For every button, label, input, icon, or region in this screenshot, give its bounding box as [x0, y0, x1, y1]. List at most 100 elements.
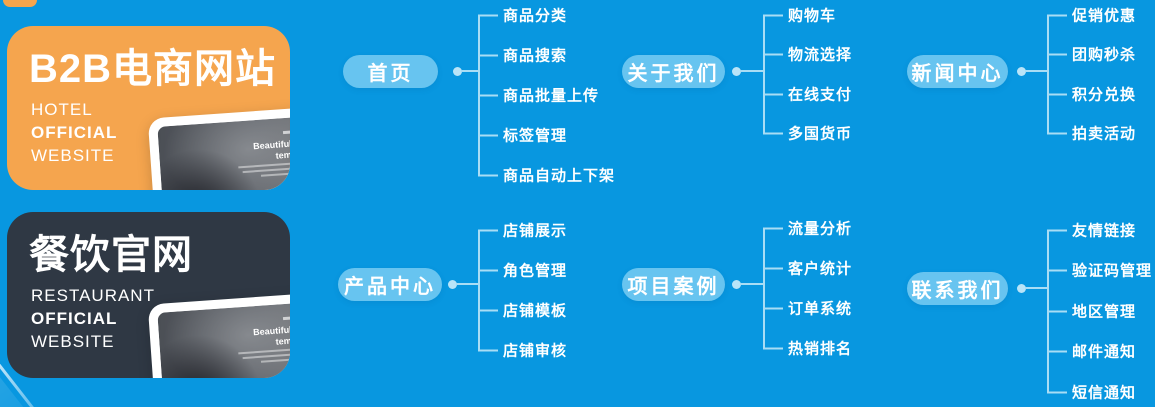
leaf-label[interactable]: 验证码管理: [1072, 262, 1153, 280]
tree-leaf: 订单系统: [763, 298, 852, 319]
leaf-label[interactable]: 角色管理: [503, 262, 568, 280]
leaf-label[interactable]: 促销优惠: [1072, 7, 1137, 25]
leaf-label[interactable]: 物流选择: [788, 46, 853, 64]
leaf-label[interactable]: 购物车: [788, 7, 837, 25]
leaf-label[interactable]: 店铺模板: [503, 302, 568, 320]
tree-leaf: 店铺模板: [478, 300, 567, 321]
connector-tick: [1047, 14, 1067, 16]
connector-tick: [478, 134, 498, 136]
tree-leaf: 拍卖活动: [1047, 123, 1136, 144]
template-card-b2b[interactable]: B2B电商网站 HOTEL OFFICIAL WEBSITE Beautiful…: [7, 26, 290, 190]
leaf-label[interactable]: 团购秒杀: [1072, 46, 1137, 64]
leaf-label[interactable]: 流量分析: [788, 220, 853, 238]
hero-heading: Beautifully handcrafted templates for: [252, 134, 290, 161]
node-pill-contact[interactable]: 联系我们: [907, 272, 1008, 305]
connector-tick: [1047, 310, 1067, 312]
template-card-restaurant[interactable]: 餐饮官网 RESTAURANT OFFICIAL WEBSITE Beautif…: [7, 212, 290, 378]
connector-dot: [732, 280, 741, 289]
tree-leaf: 多国货币: [763, 123, 852, 144]
connector-tick: [1047, 93, 1067, 95]
connector-tick: [1047, 391, 1067, 393]
hero-text-block: Beautifully handcrafted templates for D: [231, 311, 290, 378]
leaf-label[interactable]: 热销排名: [788, 340, 853, 358]
leaf-label[interactable]: 标签管理: [503, 127, 568, 145]
leaf-label[interactable]: 友情链接: [1072, 222, 1137, 240]
leaf-label[interactable]: 店铺审核: [503, 342, 568, 360]
card-subtitle-line: OFFICIAL: [31, 309, 118, 328]
leaf-label[interactable]: 店铺展示: [503, 222, 568, 240]
connector-tick: [763, 132, 783, 134]
tree-section-home: 首页 商品分类 商品搜索 商品批量上传 标签管理 商品自动上下架: [343, 0, 653, 207]
node-pill-news[interactable]: 新闻中心: [907, 55, 1008, 88]
connector-line: [1025, 70, 1047, 72]
tree-leaf: 团购秒杀: [1047, 44, 1136, 65]
tree-leaf: 促销优惠: [1047, 5, 1136, 26]
tree-leaf: 购物车: [763, 5, 836, 26]
leaf-label[interactable]: 客户统计: [788, 260, 853, 278]
tree-section-news: 新闻中心 促销优惠 团购秒杀 积分兑换 拍卖活动: [907, 0, 1155, 207]
connector-tick: [763, 267, 783, 269]
leaf-label[interactable]: 地区管理: [1072, 303, 1137, 321]
card-subtitle-line: RESTAURANT: [31, 286, 155, 305]
tree-leaf: 短信通知: [1047, 382, 1136, 403]
tree-leaf: 地区管理: [1047, 301, 1136, 322]
card-subtitle: RESTAURANT OFFICIAL WEBSITE: [31, 284, 155, 353]
connector-trunk: [763, 15, 765, 134]
tree-leaf: 邮件通知: [1047, 341, 1136, 362]
leaf-label[interactable]: 商品自动上下架: [503, 167, 616, 185]
tree-leaf: 商品自动上下架: [478, 165, 615, 186]
tablet-mockup: Beautifully handcrafted templates for D: [147, 287, 290, 378]
tree-leaf: 商品批量上传: [478, 85, 599, 106]
leaf-label[interactable]: 拍卖活动: [1072, 125, 1137, 143]
node-pill-products[interactable]: 产品中心: [338, 268, 442, 301]
tree-section-products: 产品中心 店铺展示 角色管理 店铺模板 店铺审核: [338, 200, 648, 407]
tree-section-contact: 联系我们 友情链接 验证码管理 地区管理 邮件通知 短信通知: [907, 200, 1155, 407]
connector-line: [740, 283, 763, 285]
leaf-label[interactable]: 订单系统: [788, 300, 853, 318]
connector-tick: [1047, 350, 1067, 352]
leaf-label[interactable]: 积分兑换: [1072, 86, 1137, 104]
tree-leaf: 店铺展示: [478, 220, 567, 241]
leaf-label[interactable]: 多国货币: [788, 125, 853, 143]
tree-leaf: 验证码管理: [1047, 260, 1152, 281]
node-pill-cases[interactable]: 项目案例: [622, 268, 725, 301]
connector-dot: [1017, 67, 1026, 76]
leaf-label[interactable]: 商品分类: [503, 7, 568, 25]
leaf-label[interactable]: 商品批量上传: [503, 87, 600, 105]
tree-section-cases: 项目案例 流量分析 客户统计 订单系统 热销排名: [622, 200, 932, 407]
tree-leaf: 在线支付: [763, 84, 852, 105]
connector-tick: [478, 174, 498, 176]
connector-tick: [478, 349, 498, 351]
tree-leaf: 友情链接: [1047, 220, 1136, 241]
connector-tick: [1047, 53, 1067, 55]
tree-leaf: 积分兑换: [1047, 84, 1136, 105]
node-pill-home[interactable]: 首页: [343, 55, 438, 88]
leaf-label[interactable]: 商品搜索: [503, 47, 568, 65]
leaf-label[interactable]: 在线支付: [788, 86, 853, 104]
connector-line: [461, 70, 478, 72]
node-pill-about[interactable]: 关于我们: [622, 55, 725, 88]
hero-caption-bar: [283, 314, 290, 320]
connector-dot: [448, 280, 457, 289]
tree-leaf: 商品搜索: [478, 45, 567, 66]
connector-line: [456, 283, 478, 285]
connector-dot: [732, 67, 741, 76]
card-subtitle-line: WEBSITE: [31, 146, 115, 165]
hero-caption-bar: [283, 128, 290, 134]
tree-leaf: 标签管理: [478, 125, 567, 146]
connector-tick: [763, 227, 783, 229]
website-screenshot: Beautifully handcrafted templates for D: [157, 297, 290, 378]
connector-tick: [478, 54, 498, 56]
leaf-label[interactable]: 邮件通知: [1072, 343, 1137, 361]
leaf-label[interactable]: 短信通知: [1072, 384, 1137, 402]
connector-tick: [763, 14, 783, 16]
connector-tick: [1047, 132, 1067, 134]
corner-card-fragment: [3, 0, 37, 7]
connector-line: [1025, 287, 1047, 289]
connector-dot: [1017, 284, 1026, 293]
tree-leaf: 角色管理: [478, 260, 567, 281]
tree-leaf: 店铺审核: [478, 340, 567, 361]
card-title: 餐饮官网: [29, 233, 193, 277]
tree-leaf: 流量分析: [763, 218, 852, 239]
